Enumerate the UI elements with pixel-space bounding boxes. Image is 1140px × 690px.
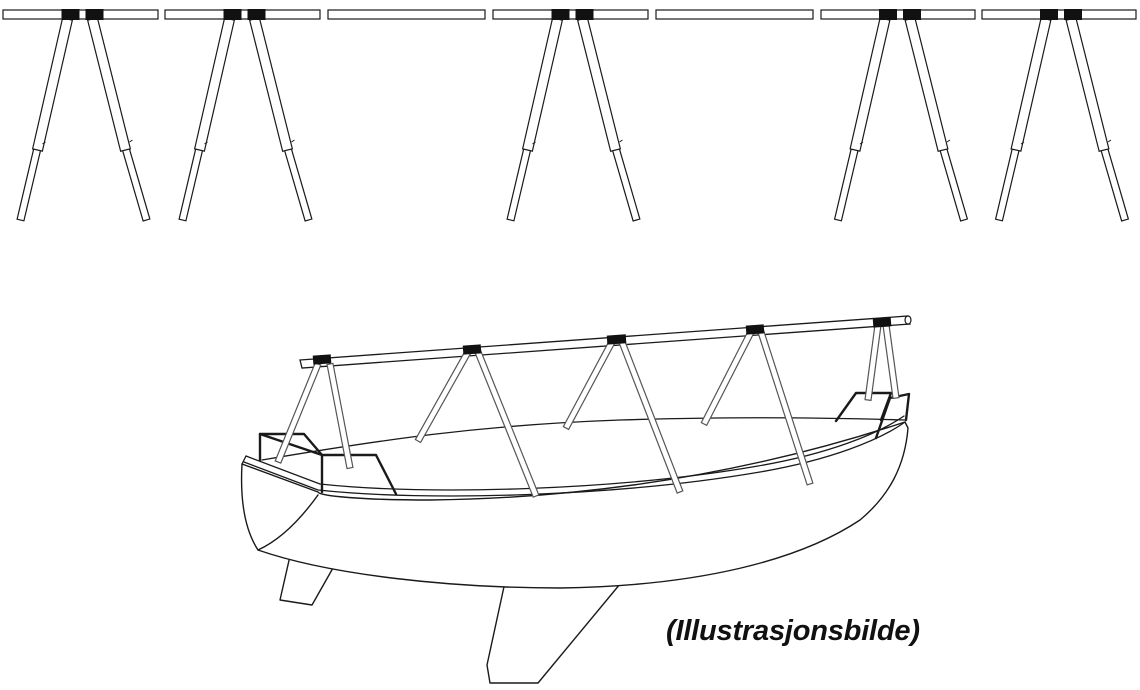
stand-crossbar bbox=[164, 9, 321, 20]
boat-stand bbox=[164, 9, 321, 222]
boat-keel bbox=[486, 577, 626, 684]
boat-stand bbox=[655, 9, 814, 20]
boat-stand bbox=[981, 9, 1137, 222]
boat-hull bbox=[240, 421, 909, 589]
caption-illustration-label: (Illustrasjonsbilde) bbox=[666, 615, 920, 647]
stand-crossbar bbox=[655, 9, 814, 20]
stand-clamp bbox=[575, 9, 594, 20]
stand-crossbar bbox=[2, 9, 159, 20]
bow-pulpit bbox=[834, 391, 911, 440]
boat-stand bbox=[2, 9, 159, 222]
boat-stands-row bbox=[2, 9, 1137, 222]
boat-deck-edge bbox=[261, 417, 906, 461]
stern-pulpit bbox=[258, 432, 398, 496]
boat-rudder bbox=[279, 555, 334, 606]
stand-clamp bbox=[879, 9, 897, 20]
ridge-clamps bbox=[312, 317, 892, 365]
stand-clamp bbox=[247, 9, 266, 20]
stand-crossbar bbox=[820, 9, 976, 20]
boat-stand bbox=[820, 9, 976, 222]
stand-clamp bbox=[223, 9, 242, 20]
stand-crossbar bbox=[981, 9, 1137, 20]
stand-crossbar bbox=[327, 9, 486, 20]
boat-stand bbox=[327, 9, 486, 20]
stand-clamp bbox=[1040, 9, 1058, 20]
stand-clamp bbox=[61, 9, 80, 20]
stand-clamp bbox=[85, 9, 104, 20]
stand-clamp bbox=[903, 9, 921, 20]
stand-clamp bbox=[1064, 9, 1082, 20]
stand-crossbar bbox=[492, 9, 649, 20]
stand-clamp bbox=[551, 9, 570, 20]
boat-stand bbox=[492, 9, 649, 222]
